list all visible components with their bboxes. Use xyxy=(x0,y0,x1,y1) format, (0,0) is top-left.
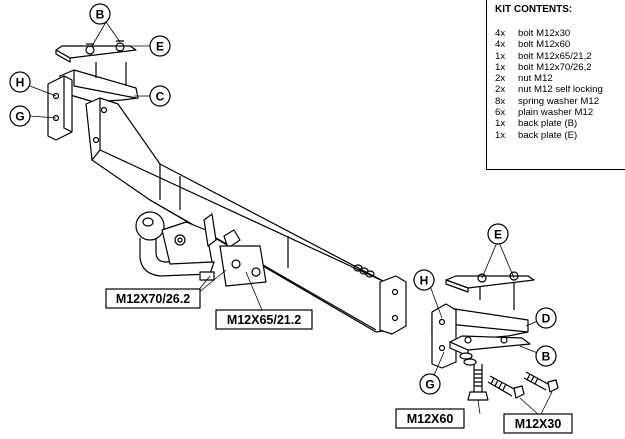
label-m12x30: M12X30 xyxy=(515,417,562,431)
bolt-m12x60-group xyxy=(459,352,489,401)
kit-contents-panel: KIT CONTENTS: 4x bolt M12x30 4x bolt M12x6… xyxy=(486,0,625,170)
callout-b-top-label: B xyxy=(96,8,105,22)
washer-stack-mid xyxy=(353,264,375,278)
callout-h-left: H xyxy=(9,71,31,93)
bolt-m12x30-group xyxy=(487,371,559,399)
kit-item-name: nut M12 self locking xyxy=(518,84,603,96)
kit-item: 8x spring washer M12 xyxy=(495,96,603,107)
label-box-m12x30: M12X30 xyxy=(503,413,573,434)
callout-h-right: H xyxy=(413,269,435,291)
callout-c-left-label: C xyxy=(156,90,165,104)
kit-item-name: back plate (E) xyxy=(518,129,578,141)
callout-c-left: C xyxy=(149,85,171,107)
kit-item-qty: 1x xyxy=(495,50,506,62)
kit-item-qty: 4x xyxy=(495,39,506,51)
kit-item-qty: 8x xyxy=(495,95,506,107)
kit-contents-title: KIT CONTENTS: xyxy=(495,4,573,15)
label-m12x65: M12X65/21.2 xyxy=(227,313,301,327)
kit-item-name: bolt M12x70/26,2 xyxy=(518,61,592,73)
kit-item-name: bolt M12x30 xyxy=(518,28,571,39)
kit-item: 6x plain washer M12 xyxy=(495,107,603,118)
label-m12x60: M12X60 xyxy=(407,412,454,426)
kit-item: 2x nut M12 self locking xyxy=(495,84,603,95)
label-box-m12x60: M12X60 xyxy=(395,408,465,429)
callout-e-top-label: E xyxy=(156,40,164,54)
label-box-m12x70: M12X70/26.2 xyxy=(105,288,201,309)
kit-item-qty: 1x xyxy=(495,129,506,141)
side-plate-h-right xyxy=(431,303,457,369)
callout-g-right: G xyxy=(419,373,441,395)
label-m12x70: M12X70/26.2 xyxy=(116,292,190,306)
kit-item-name: spring washer M12 xyxy=(518,95,600,107)
kit-item: 2x nut M12 xyxy=(495,73,603,84)
kit-item: 4x bolt M12x60 xyxy=(495,39,603,50)
kit-item-name: bolt M12x60 xyxy=(518,39,571,51)
back-plate-b-top xyxy=(55,40,137,63)
callout-g-left-label: G xyxy=(15,110,24,124)
kit-item-qty: 1x xyxy=(495,118,506,130)
callout-e-top: E xyxy=(149,35,171,57)
callout-b-right: B xyxy=(535,345,557,367)
kit-contents-list: 4x bolt M12x30 4x bolt M12x60 1x bolt M12x6… xyxy=(495,28,603,141)
tow-ball-assembly xyxy=(135,211,267,287)
kit-item: 1x bolt M12x70/26,2 xyxy=(495,62,603,73)
callout-g-left: G xyxy=(9,105,31,127)
callout-e-right: E xyxy=(487,223,509,245)
callout-b-top: B xyxy=(89,3,111,25)
kit-item-name: plain washer M12 xyxy=(518,107,594,119)
callout-g-right-label: G xyxy=(425,378,434,392)
back-plate-b-right xyxy=(449,335,531,357)
kit-item-qty: 6x xyxy=(495,107,506,119)
kit-item-name: back plate (B) xyxy=(518,118,578,130)
callout-h-left-label: H xyxy=(16,76,25,90)
kit-item: 1x back plate (B) xyxy=(495,118,603,129)
kit-item-qty: 4x xyxy=(495,28,506,39)
callout-h-right-label: H xyxy=(420,274,429,288)
kit-item-qty: 2x xyxy=(495,73,506,85)
kit-item-qty: 1x xyxy=(495,61,506,73)
kit-item: 4x bolt M12x30 xyxy=(495,28,603,39)
kit-item-qty: 2x xyxy=(495,84,506,96)
kit-item: 1x bolt M12x65/21,2 xyxy=(495,51,603,62)
label-box-m12x65: M12X65/21.2 xyxy=(215,309,313,330)
callout-b-right-label: B xyxy=(542,350,551,364)
callout-d-right: D xyxy=(535,307,557,329)
kit-item: 1x back plate (E) xyxy=(495,130,603,141)
kit-item-name: bolt M12x65/21,2 xyxy=(518,50,592,62)
side-plate-h-left xyxy=(47,75,73,141)
kit-item-name: nut M12 xyxy=(518,73,553,85)
callout-d-right-label: D xyxy=(542,312,551,326)
back-plate-e-right xyxy=(445,271,535,310)
callout-e-right-label: E xyxy=(494,228,502,242)
